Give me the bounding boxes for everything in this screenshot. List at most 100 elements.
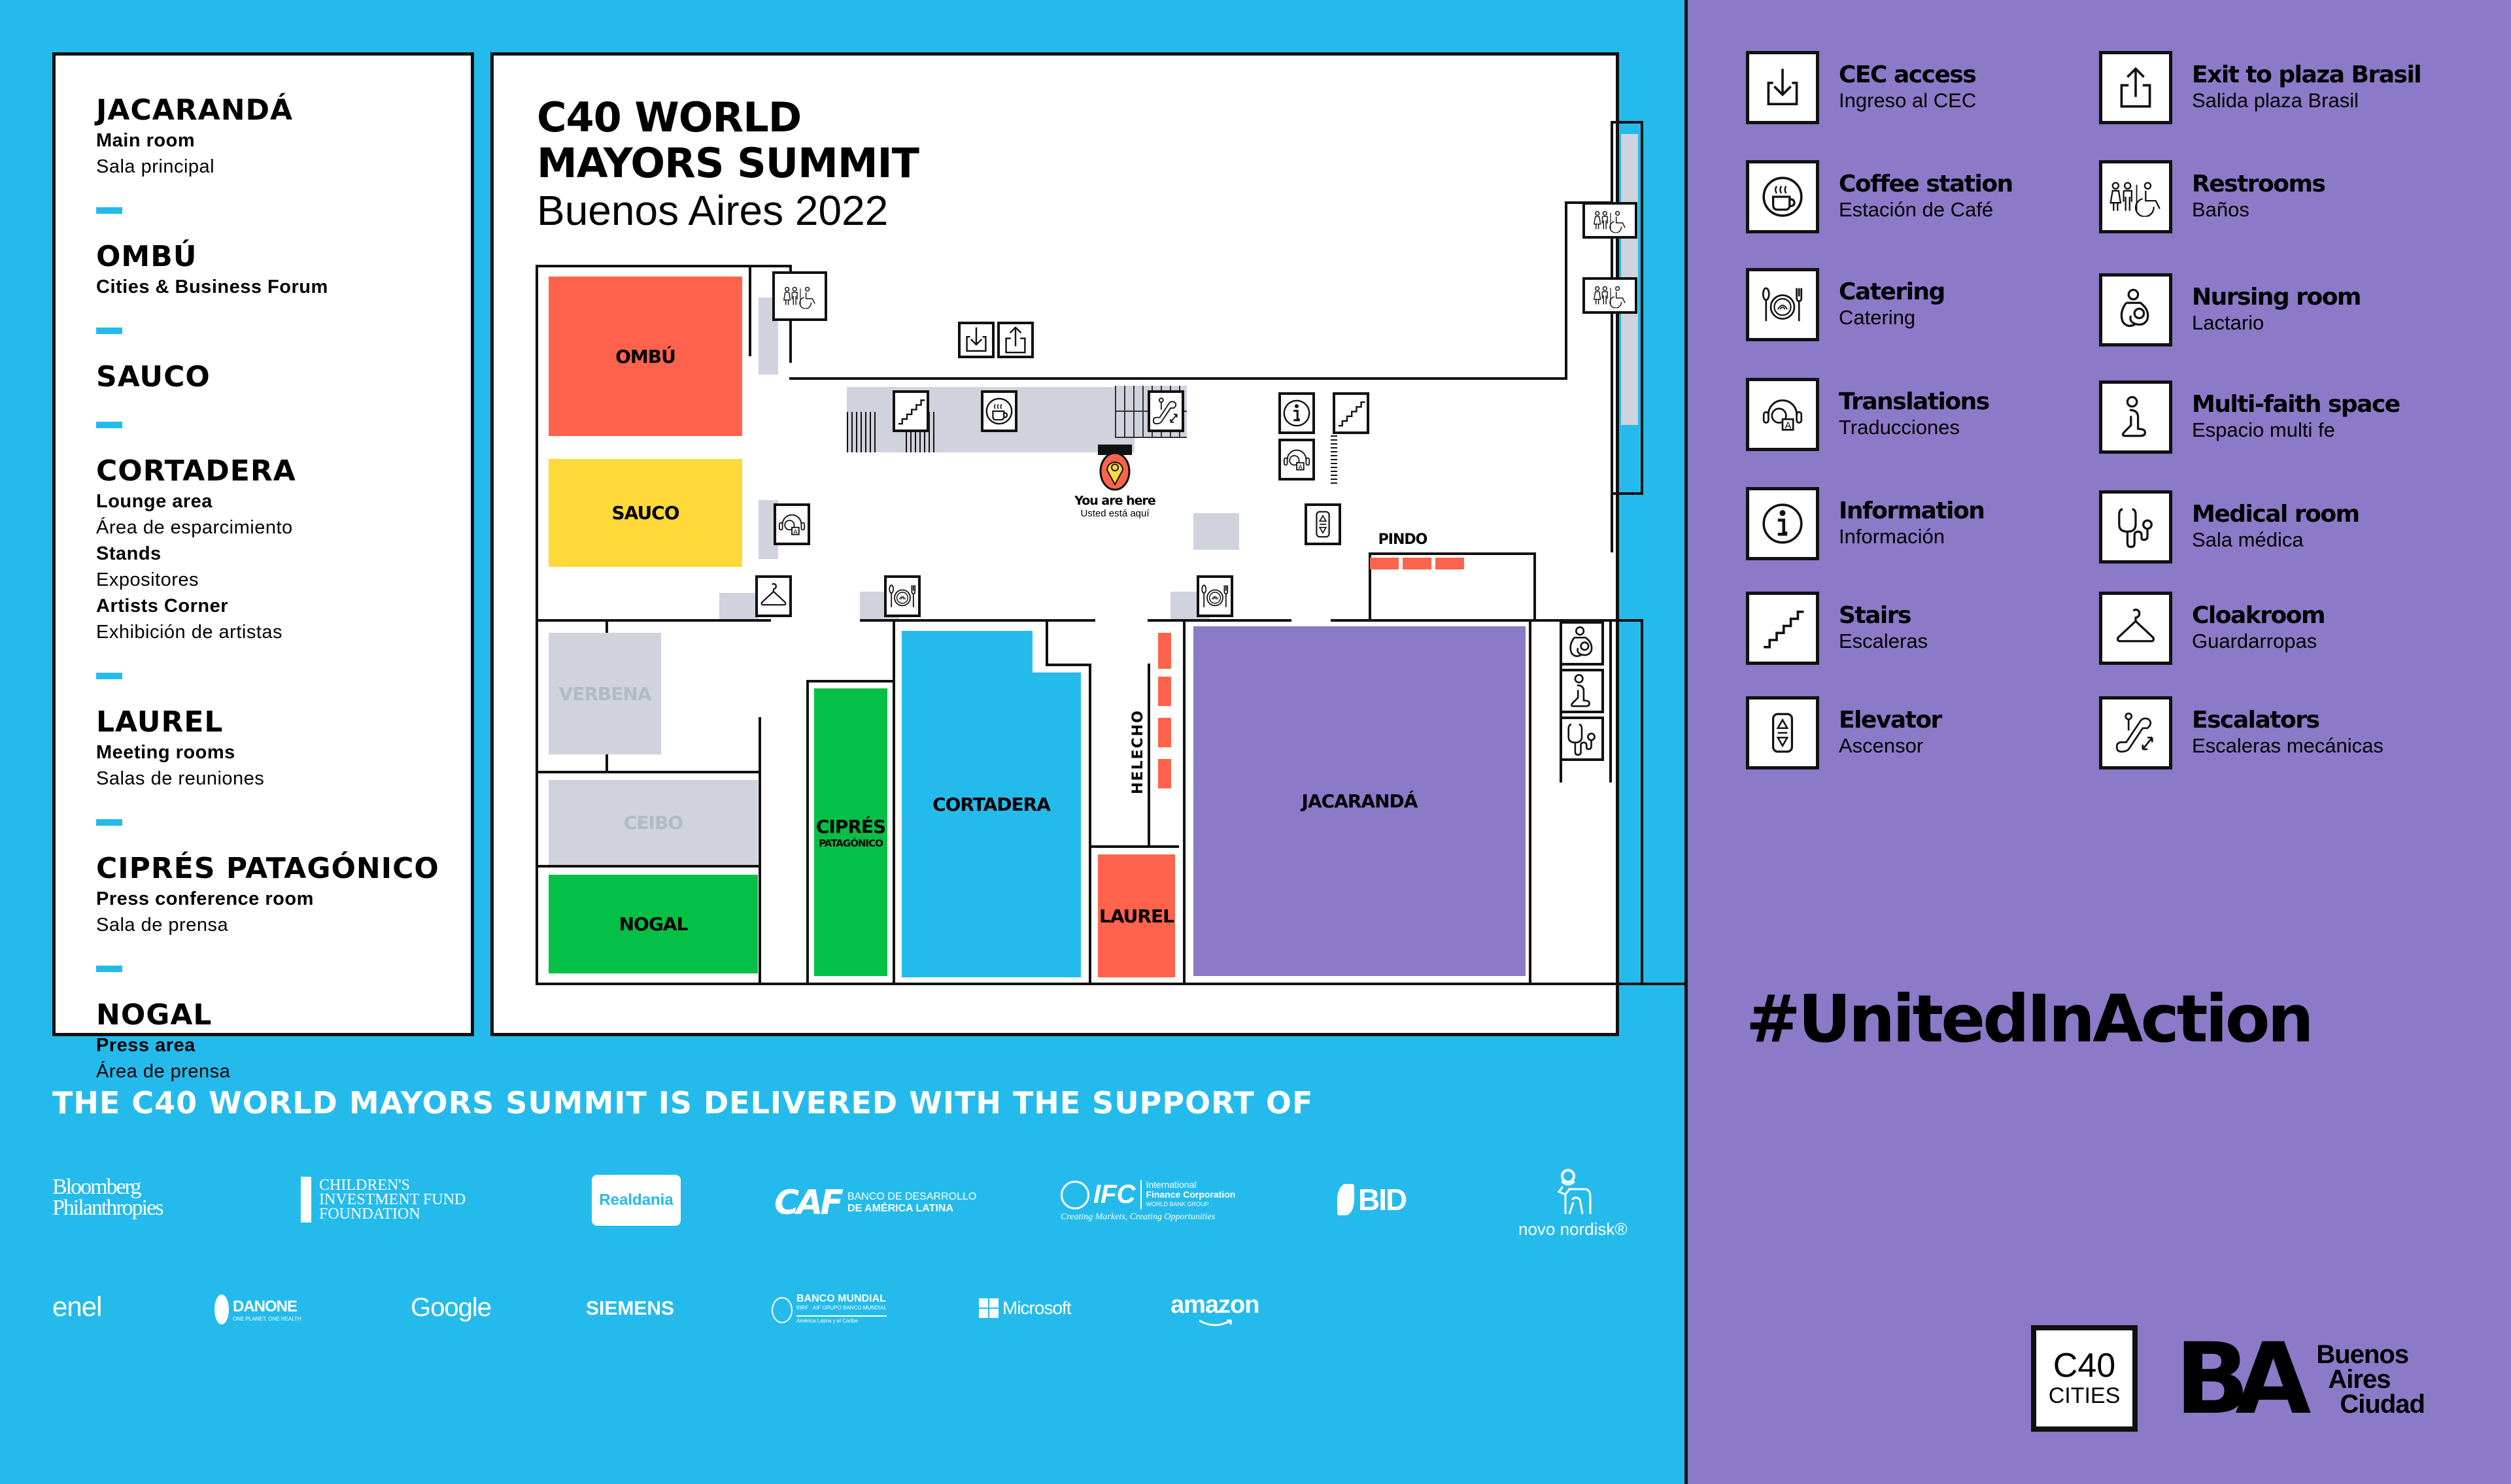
cec-access-icon[interactable] <box>958 322 995 358</box>
sponsor-realdania: Realdania <box>592 1175 681 1226</box>
medical-icon <box>2099 490 2172 564</box>
map-title: C40 WORLD MAYORS SUMMIT <box>537 93 919 187</box>
cloakroom-icon[interactable] <box>755 575 792 617</box>
amazon-smile-icon <box>1198 1319 1232 1326</box>
restroom-icon[interactable] <box>772 271 827 321</box>
ciff-mark-icon <box>301 1177 311 1223</box>
sponsor-bid: BID <box>1337 1182 1407 1217</box>
restroom-icon[interactable] <box>1582 202 1637 239</box>
bid-mark-icon <box>1337 1184 1354 1215</box>
stairs-icon <box>1746 592 1819 665</box>
divider <box>96 819 122 826</box>
medical-icon[interactable] <box>1560 717 1604 761</box>
room-pindo-2[interactable] <box>1403 558 1431 569</box>
room-laurel[interactable]: LAUREL <box>1098 854 1175 977</box>
hashtag: #UnitedInAction <box>1746 981 2314 1057</box>
cec-access-icon <box>1746 51 1819 124</box>
elevator-icon[interactable] <box>1305 503 1341 545</box>
coffee-icon[interactable] <box>981 390 1017 432</box>
room-pindo-1[interactable] <box>1370 558 1399 569</box>
cloakroom-icon <box>2099 592 2172 665</box>
restroom-icon <box>2099 160 2172 233</box>
info-icon <box>1746 487 1819 560</box>
catering-icon[interactable] <box>884 575 921 617</box>
sponsor-microsoft: Microsoft <box>979 1298 1072 1319</box>
room-pindo-label: PINDO <box>1378 531 1428 548</box>
location-bar <box>1098 445 1132 455</box>
room-helecho-3[interactable] <box>1158 718 1171 747</box>
escalator-icon <box>2099 696 2172 769</box>
sponsors-heading: THE C40 WORLD MAYORS SUMMIT IS DELIVERED… <box>52 1085 1314 1121</box>
legend-room-cipres: CIPRÉS PATAGÓNICO Press conference room … <box>96 852 439 936</box>
room-helecho-label: HELECHO <box>1129 709 1146 794</box>
room-legend: JACARANDÁ Main room Sala principal OMBÚ … <box>52 52 474 1082</box>
elevator-icon <box>1746 696 1819 769</box>
room-pindo-3[interactable] <box>1435 558 1464 569</box>
escalator-icon[interactable] <box>1148 390 1184 432</box>
restroom-icon[interactable] <box>1582 277 1637 314</box>
room-ceibo[interactable]: CEIBO <box>549 780 758 865</box>
catering-icon[interactable] <box>1197 575 1233 617</box>
legend-room-cortadera: CORTADERA Lounge area Área de esparcimie… <box>96 454 296 643</box>
exit-icon <box>2099 51 2172 124</box>
room-helecho-1[interactable] <box>1158 633 1171 669</box>
divider <box>96 673 122 679</box>
sponsor-siemens: SIEMENS <box>586 1298 675 1319</box>
multi-faith-icon[interactable] <box>1560 669 1604 713</box>
room-nogal[interactable]: NOGAL <box>549 875 758 973</box>
room-cortadera[interactable]: CORTADERA <box>902 631 1081 977</box>
exit-icon[interactable] <box>997 322 1034 358</box>
map-subtitle: Buenos Aires 2022 <box>537 187 889 234</box>
room-jacaranda[interactable]: JACARANDÁ <box>1193 626 1526 976</box>
legend-room-laurel: LAUREL Meeting rooms Salas de reuniones <box>96 705 265 789</box>
legend-room-nogal: NOGAL Press area Área de prensa <box>96 998 231 1082</box>
divider <box>96 422 122 428</box>
legend-room-sauco: SAUCO <box>96 360 211 394</box>
facilities-panel <box>1684 0 2511 1484</box>
info-icon[interactable] <box>1278 392 1315 434</box>
stairs-icon[interactable] <box>893 390 929 432</box>
danone-mark-icon <box>214 1294 229 1324</box>
c40-cities-logo: C40 CITIES <box>2031 1325 2138 1432</box>
translation-icon[interactable] <box>1278 439 1315 481</box>
you-are-here-label: You are here Usted está aquí <box>1074 494 1156 519</box>
room-ombu[interactable]: OMBÚ <box>549 277 742 436</box>
microsoft-logo-icon <box>979 1298 999 1318</box>
coffee-icon <box>1746 160 1819 233</box>
room-helecho-2[interactable] <box>1158 677 1171 706</box>
stairs-icon[interactable] <box>1333 392 1369 434</box>
translation-icon[interactable] <box>774 503 810 545</box>
nursing-icon <box>2099 273 2172 346</box>
divider <box>96 966 122 972</box>
legend-room-jacaranda: JACARANDÁ Main room Sala principal <box>96 93 294 177</box>
you-are-here-pin-icon <box>1099 452 1131 494</box>
sponsor-novo-nordisk: novo nordisk® <box>1518 1167 1628 1239</box>
divider <box>96 207 122 214</box>
room-cipres[interactable]: CIPRÉS PATAGÓNICO <box>814 688 887 976</box>
room-helecho-4[interactable] <box>1158 759 1171 788</box>
nursing-icon[interactable] <box>1560 621 1604 666</box>
multi-faith-icon <box>2099 380 2172 454</box>
room-sauco[interactable]: SAUCO <box>549 459 742 567</box>
sponsor-amazon: amazon <box>1170 1291 1259 1328</box>
room-verbena[interactable]: VERBENA <box>549 633 661 754</box>
translation-icon <box>1746 378 1819 451</box>
divider <box>96 328 122 334</box>
